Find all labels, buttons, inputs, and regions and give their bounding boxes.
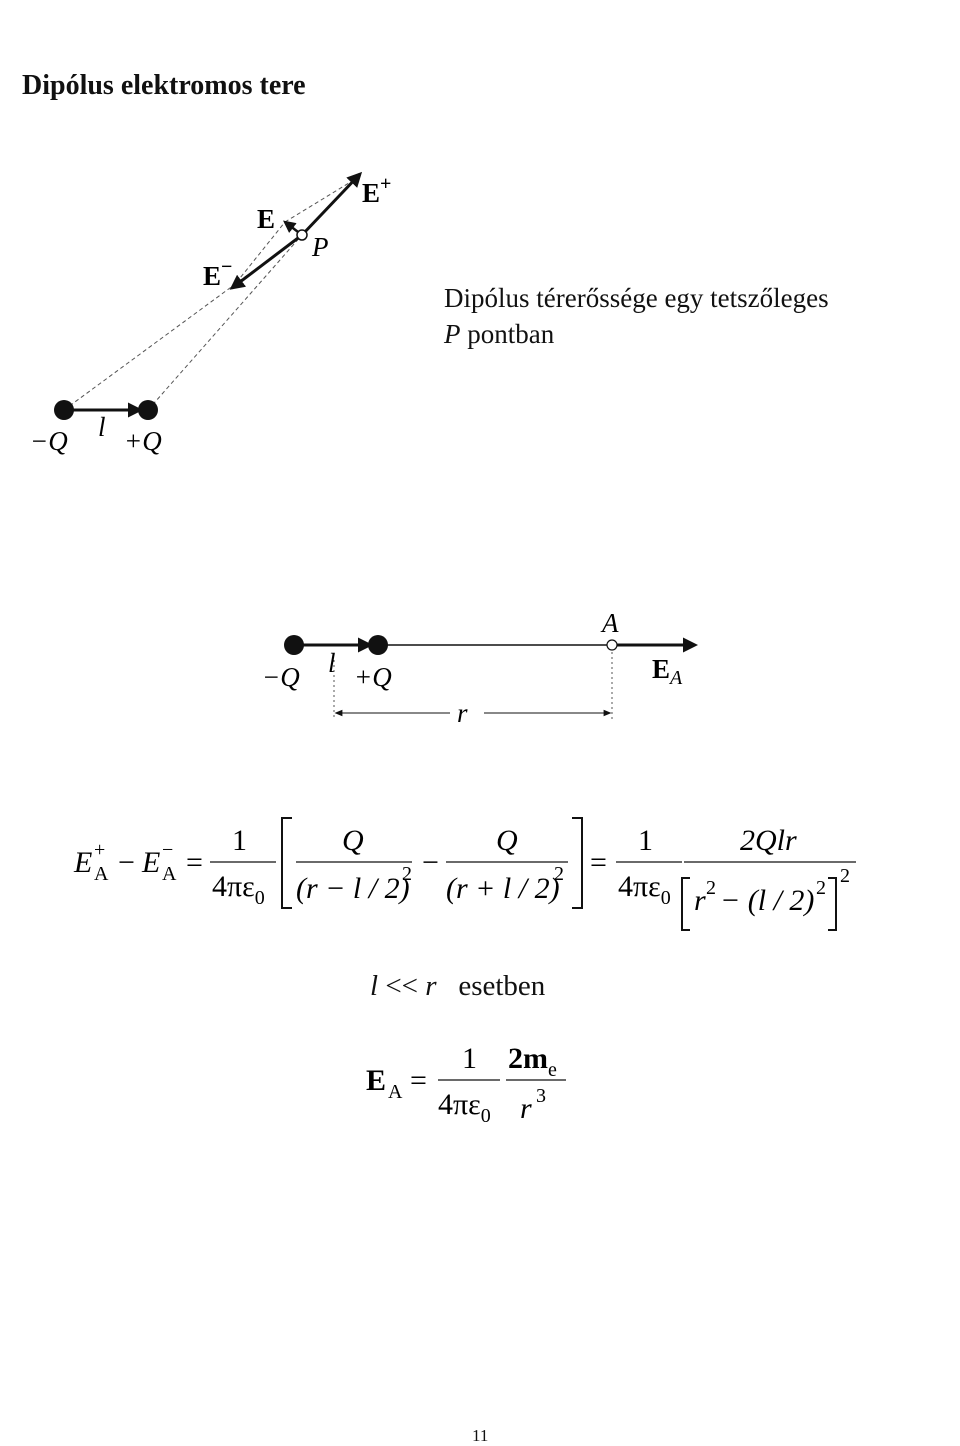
approx-equation: E A = 1 4πε0 2me r 3 [366,1042,566,1127]
svg-text:2: 2 [402,863,412,885]
equals-sign-2: = [590,846,607,879]
svg-text:1: 1 [638,824,653,857]
cond-l: l [370,970,379,1002]
label-neg-q: −Q [30,426,68,456]
svg-text:4πε0: 4πε0 [438,1088,491,1127]
dipole-field-diagram: E E+ E− P −Q l +Q [30,171,391,456]
svg-text:=: = [410,1064,427,1097]
label-l-2: l [328,648,336,678]
label-pos-q: +Q [124,426,162,456]
construction-lines [63,174,363,411]
left-bracket [281,817,292,909]
label-p: P [311,232,329,262]
fraction-result: 2Qlr r 2 − (l / 2) 2 2 [681,824,856,931]
figure1-caption: Dipólus térerőssége egy tetszőleges P po… [444,280,829,352]
svg-text:E: E [366,1064,386,1097]
cond-r: r [425,970,437,1002]
svg-text:−: − [118,846,135,879]
positive-charge [138,400,158,420]
fraction-b: Q (r + l / 2) 2 [446,824,568,905]
svg-text:E: E [73,846,92,879]
label-a: A [600,608,619,638]
cond-text: esetben [458,970,546,1002]
label-e-minus: E− [203,256,232,291]
label-e: E [257,204,275,234]
svg-text:1: 1 [232,824,247,857]
fraction-a: Q (r − l / 2) 2 [296,824,412,905]
svg-text:r: r [520,1092,532,1125]
svg-text:A: A [388,1081,403,1103]
svg-text:A: A [94,863,109,885]
label-pos-q-2: +Q [354,662,392,692]
svg-text:(r − l / 2): (r − l / 2) [296,872,410,905]
point-a-marker [606,639,618,651]
right-bracket [572,817,583,909]
cond-ll: << [378,970,426,1002]
svg-text:Q: Q [342,824,364,857]
negative-charge-2 [284,635,304,655]
svg-text:+: + [94,839,105,861]
svg-text:4πε0: 4πε0 [618,870,671,909]
label-neg-q-2: −Q [262,662,300,692]
caption-rest: pontban [460,319,555,349]
positive-charge-2 [368,635,388,655]
label-e-plus: E+ [362,173,391,208]
svg-text:− (l / 2): − (l / 2) [720,884,814,917]
caption-p: P [444,319,461,349]
svg-text:2: 2 [554,863,564,885]
svg-text:−: − [162,839,173,861]
page-number: 11 [472,1426,489,1445]
svg-text:A: A [162,863,177,885]
svg-text:2: 2 [706,877,716,899]
coefficient-1: 1 4πε0 [210,824,276,909]
e-minus-vector [229,233,303,290]
svg-text:1: 1 [462,1042,477,1075]
svg-text:4πε0: 4πε0 [212,870,265,909]
svg-text:(r + l / 2): (r + l / 2) [446,872,560,905]
negative-charge [54,400,74,420]
e-plus-vector [300,171,363,237]
svg-text:2Qlr: 2Qlr [740,824,797,857]
point-p-marker [296,229,308,241]
lhs: E + A − E − A = [73,839,203,885]
coefficient-2: 1 4πε0 [616,824,682,909]
label-l: l [98,412,106,442]
svg-text:E: E [141,846,160,879]
svg-text:=: = [186,846,203,879]
svg-text:2me: 2me [508,1042,557,1081]
caption-line1: Dipólus térerőssége egy tetszőleges [444,283,829,313]
minus-sign: − [422,846,439,879]
svg-text:2: 2 [840,865,850,887]
field-equation: E + A − E − A = 1 4πε0 Q (r − l / 2) 2 −… [73,817,856,931]
label-r: r [457,698,468,728]
svg-text:2: 2 [816,877,826,899]
svg-text:3: 3 [536,1085,546,1107]
label-ea: EA [652,654,683,689]
svg-text:Q: Q [496,824,518,857]
caption-line2: P pontban [444,316,829,352]
svg-text:r: r [694,884,706,917]
page-title: Dipólus elektromos tere [22,70,306,101]
dipole-axis-diagram: r A EA −Q l +Q [262,608,698,728]
condition-line: l << r esetben [370,970,545,1003]
